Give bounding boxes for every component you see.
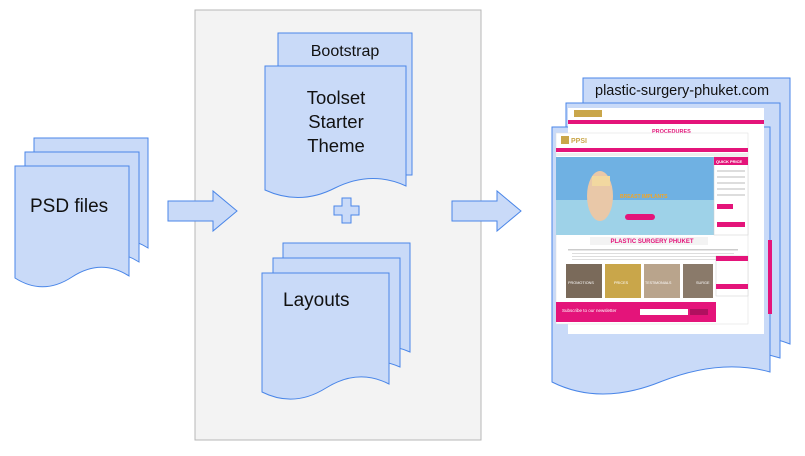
- toolset-doc: [264, 65, 407, 199]
- tile-label: PROMOTIONS: [568, 281, 594, 285]
- tile-label: SURGE: [696, 281, 710, 285]
- quick-price-title: QUICK PRICE: [716, 159, 743, 164]
- plus-icon: [333, 197, 360, 224]
- site-logo: PPSI: [571, 138, 587, 145]
- layouts-doc-front: [261, 272, 390, 400]
- tile-prices: [605, 264, 641, 298]
- site-title: PLASTIC SURGERY PHUKET: [610, 239, 693, 245]
- hero-text: BREAST IMPLANTS: [620, 194, 668, 200]
- bootstrap-label: Bootstrap: [311, 43, 380, 60]
- tile-testimonials: [644, 264, 680, 298]
- psd-doc-front: [14, 165, 130, 288]
- newsletter-text: Subscribe to our newsletter: [562, 308, 617, 313]
- tile-promotions: [566, 264, 602, 298]
- psd-files-stack: PSD files: [14, 137, 149, 288]
- output-stack: plastic-surgery-phuket.com PROCEDURES PP…: [551, 77, 791, 395]
- website-screenshot-front: PPSI BREAST IMPLANTS QUICK PRICE PLASTIC…: [555, 132, 749, 325]
- toolset-line-1: Toolset: [307, 87, 366, 108]
- tile-label: TESTIMONIALS: [645, 281, 672, 285]
- output-site-label: plastic-surgery-phuket.com: [595, 83, 769, 99]
- toolset-line-2: Starter: [308, 111, 364, 132]
- tile-label: PRICES: [614, 281, 629, 285]
- toolset-line-3: Theme: [307, 135, 365, 156]
- layouts-label: Layouts: [283, 290, 350, 311]
- tile-surgery: [683, 264, 713, 298]
- procedures-heading: PROCEDURES: [652, 129, 691, 135]
- layouts-stack: Layouts: [261, 242, 411, 400]
- arrow-right-icon: [451, 189, 522, 233]
- arrow-right-icon: [167, 189, 238, 233]
- psd-files-label: PSD files: [30, 196, 108, 217]
- newsletter-bar: [556, 302, 716, 322]
